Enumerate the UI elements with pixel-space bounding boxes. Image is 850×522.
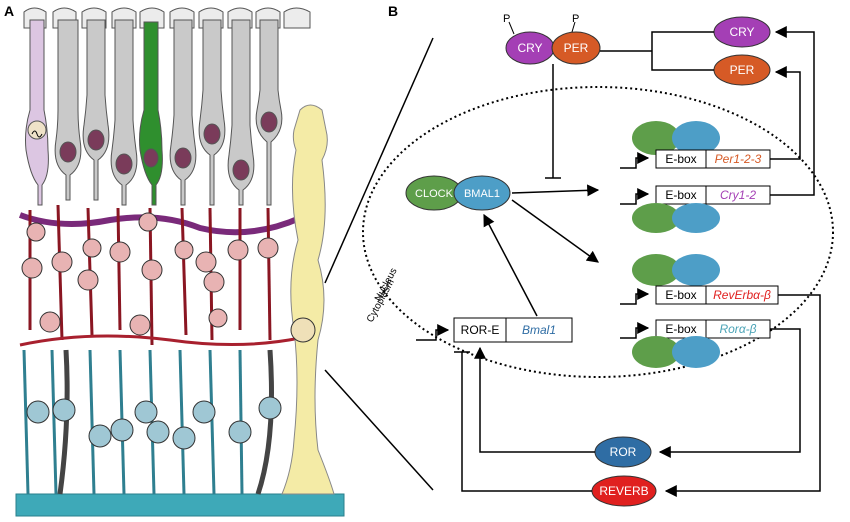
ebox-ror: E-box [665, 322, 696, 336]
per-protein-label: PER [730, 63, 755, 77]
reverb-protein-label: REVERB [599, 484, 648, 498]
bmal1-expression-arrow [483, 213, 538, 317]
cry-protein-label: CRY [729, 25, 754, 39]
clock-label: CLOCK [415, 188, 454, 200]
ebox-cry: E-box [665, 188, 696, 202]
nucleus-boundary [362, 86, 834, 378]
cry-expression-arrow [770, 26, 815, 196]
ror-activation-arrow [474, 346, 595, 453]
ror-expression-arrow [658, 328, 801, 458]
per-expression-arrow [770, 66, 801, 160]
ebox-per: E-box [665, 152, 696, 166]
gene-per-name: Per1-2-3 [715, 152, 762, 166]
phospho-label-per: P [572, 13, 579, 25]
zoom-line-top [324, 37, 434, 284]
clock-bmal1-complex: CLOCK BMAL1 [405, 175, 511, 211]
activation-arrow-revebox [511, 199, 599, 263]
per-protein-cyto [551, 31, 601, 65]
gene-bmal1-name: Bmal1 [522, 323, 556, 337]
reverb-expression-arrow [664, 294, 821, 497]
cone-photoreceptors [25, 19, 163, 206]
gene-ror: E-box Rorα-β [620, 319, 771, 368]
cry-per-inhibition [545, 64, 561, 179]
outer-plexiform-dendrites [19, 334, 301, 347]
panel-a-label: A [4, 3, 14, 19]
bmal1-protein [453, 175, 511, 211]
horizontal-cell-plexus [18, 212, 302, 236]
gene-per: E-box Per1-2-3 [620, 121, 771, 169]
phospho-label-cry: P [503, 13, 510, 25]
muller-clock-icon [290, 317, 316, 343]
bmal1-label: BMAL1 [464, 188, 500, 200]
gene-ror-name: Rorα-β [719, 322, 756, 336]
ebox-reverb: E-box [665, 288, 696, 302]
ror-protein-label: ROR [610, 445, 637, 459]
activation-arrow-ebox [511, 184, 600, 197]
gene-cry-name: Cry1-2 [720, 188, 756, 202]
gene-reverb: E-box RevErbα-β [620, 254, 779, 305]
bipolar-cell-bodies [21, 212, 279, 336]
muller-glia-cell [281, 104, 335, 495]
cry-label-cyto: CRY [517, 41, 542, 55]
cry-per-complex: CRY PER P P [503, 13, 601, 65]
rod-photoreceptors [54, 19, 283, 206]
complex-formation-bracket [600, 31, 714, 71]
reverb-repression-line [454, 351, 592, 492]
panel-b-label: B [388, 3, 398, 19]
retina-illustration: A [4, 3, 345, 517]
gene-bmal1: ROR-E Bmal1 [416, 317, 573, 343]
ganglion-cell-bodies [26, 396, 282, 450]
inner-limiting-membrane [15, 493, 345, 517]
gene-reverb-name: RevErbα-β [713, 288, 771, 302]
per-label-cyto: PER [564, 41, 589, 55]
zoom-line-bottom [324, 369, 434, 491]
rore-box: ROR-E [461, 323, 500, 337]
gene-cry: E-box Cry1-2 [620, 185, 771, 233]
